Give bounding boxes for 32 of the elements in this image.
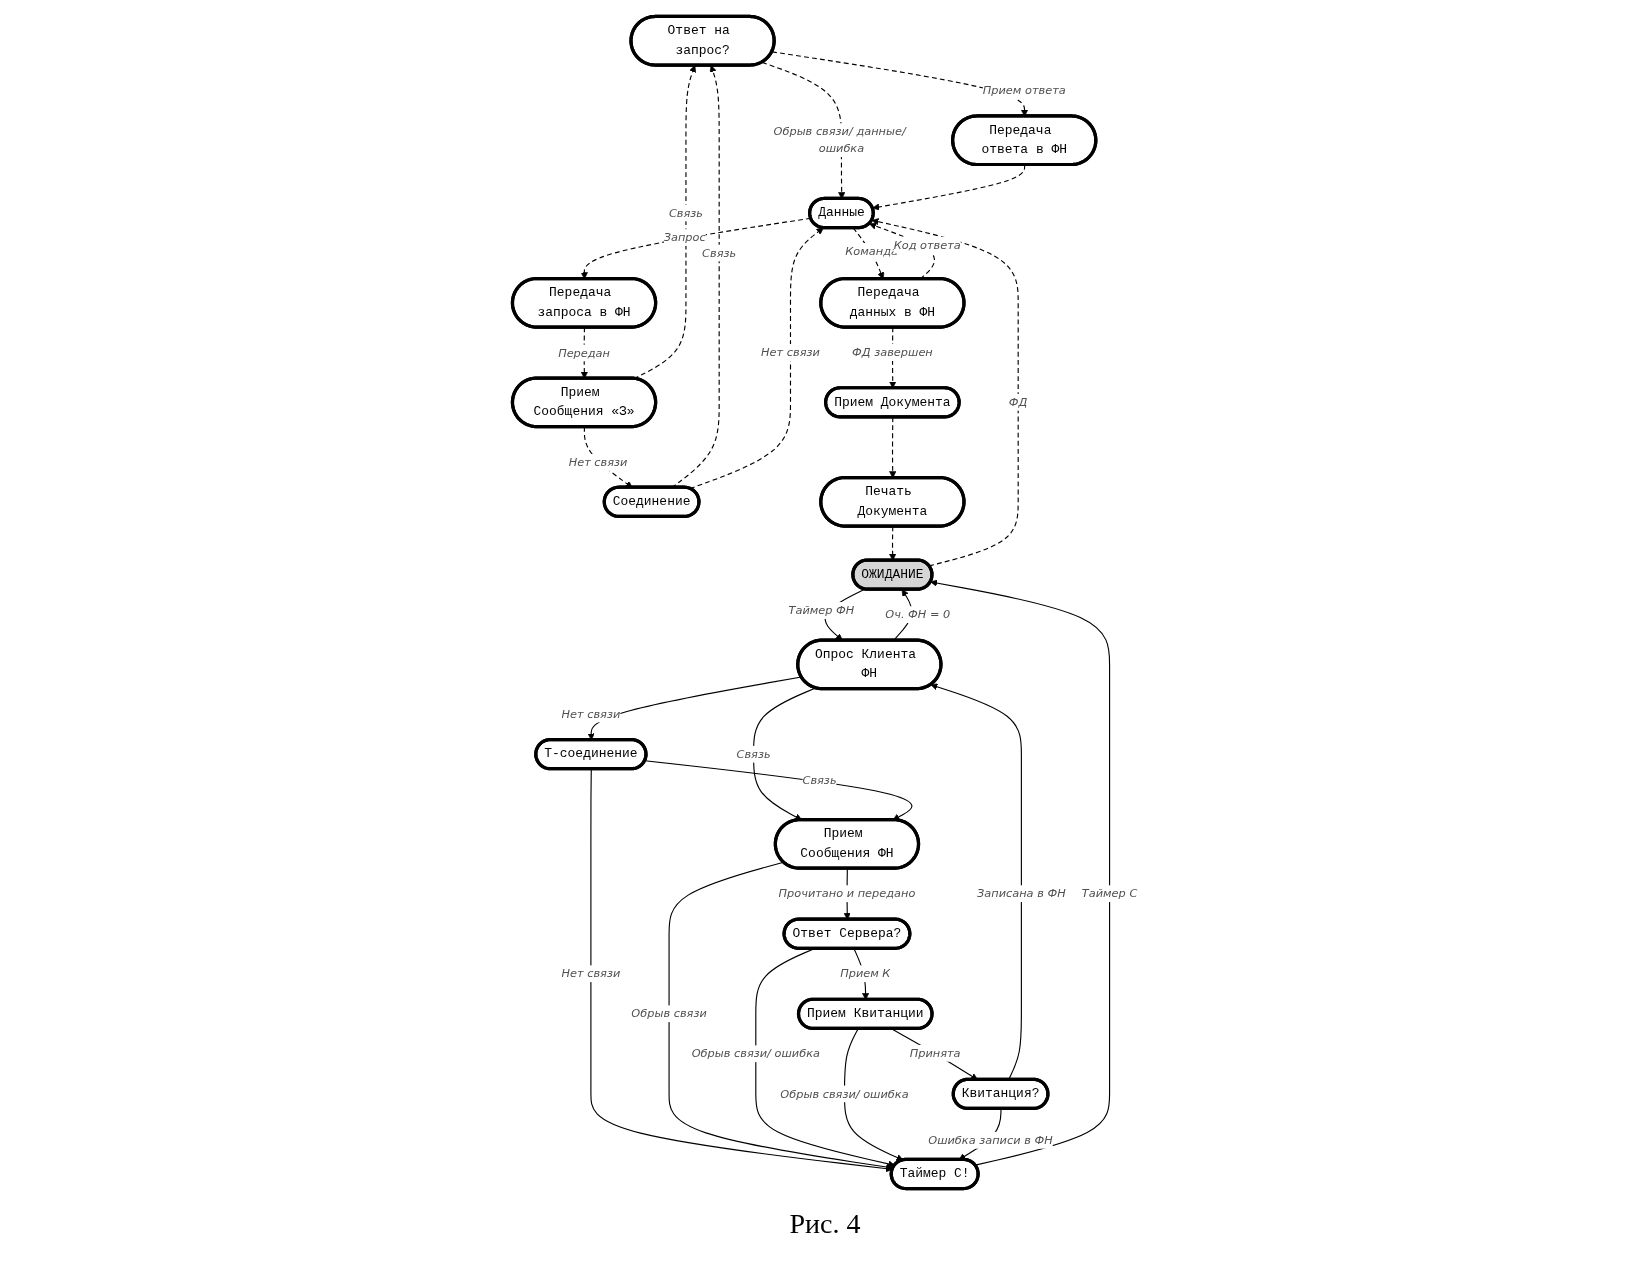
edge-label: Обрыв связи/ данные/ ошибка — [773, 124, 906, 155]
caption: Рис. 4 — [789, 1208, 861, 1239]
edge-label: Передан — [558, 346, 611, 360]
edge-label: Прочитано и передано — [778, 886, 916, 900]
edge-label: Записана в ФН — [977, 886, 1066, 900]
arrow — [583, 426, 633, 488]
edge-label: Обрыв связи — [631, 1006, 707, 1020]
edge-label: Оч. ФН = 0 — [885, 607, 951, 621]
arrow — [930, 579, 1111, 1166]
edge-label: Нет связи — [561, 707, 621, 721]
edge-label: Прием К — [840, 966, 891, 980]
edge-label: Обрыв связи/ ошибка — [780, 1087, 909, 1100]
edge-label: Прием ответа — [982, 83, 1066, 97]
edge-label: Таймер ФН — [788, 603, 855, 617]
edge-label: Нет связи — [568, 455, 628, 469]
edge-label: ФД — [1008, 395, 1028, 409]
edge-label: Ошибка записи в ФН — [928, 1133, 1053, 1147]
arrow — [872, 164, 1026, 211]
edge-label: Связь — [669, 206, 704, 220]
edge-label: Связь — [736, 747, 771, 761]
edge-label: Принята — [909, 1046, 961, 1060]
edge-label: Обрыв связи/ ошибка — [691, 1046, 821, 1060]
edge-label: Таймер С — [1081, 886, 1138, 900]
arrow — [844, 1028, 904, 1161]
arrow — [590, 768, 893, 1173]
arrow — [668, 861, 894, 1171]
edge-label: ФД завершен — [852, 345, 933, 359]
edge-label: Связь — [802, 773, 837, 787]
edge-label: Запрос — [663, 230, 706, 244]
edge-label: Связь — [702, 246, 737, 260]
edge-label: Нет связи — [561, 966, 621, 980]
edge-label: Нет связи — [761, 345, 820, 359]
